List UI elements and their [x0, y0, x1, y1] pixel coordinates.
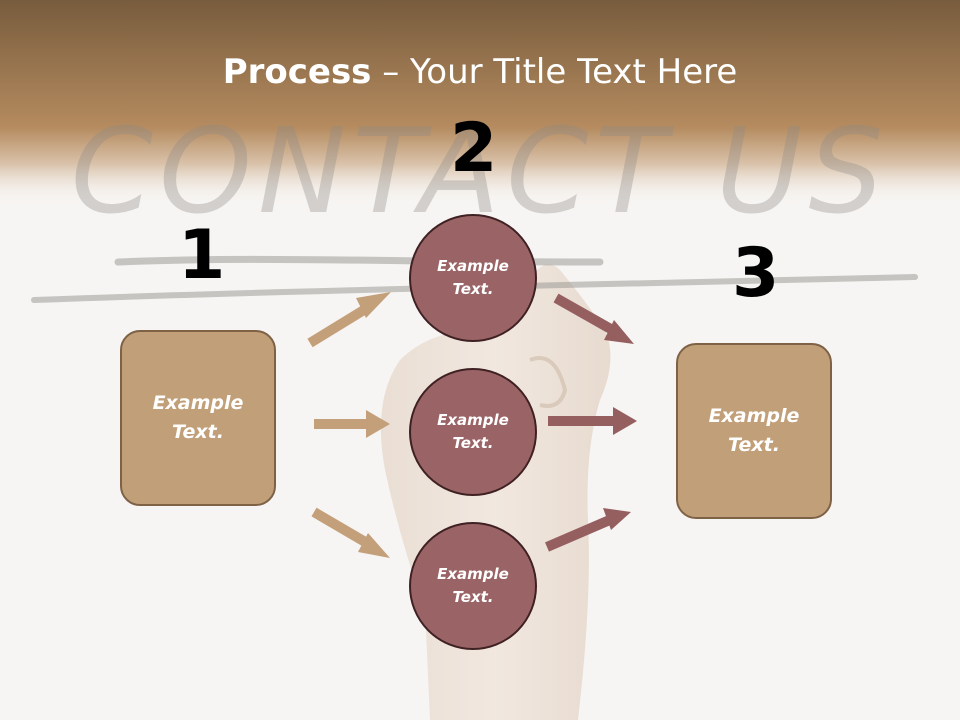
process-circle-bottom[interactable]: Example Text. — [409, 522, 537, 650]
title-rest: – Your Title Text Here — [371, 52, 738, 92]
right-box-text: Example Text. — [708, 405, 800, 456]
arrow-left-to-top — [307, 292, 391, 348]
step-number-3: 3 — [732, 234, 780, 313]
process-circle-top[interactable]: Example Text. — [409, 214, 537, 342]
step-number-2: 2 — [450, 109, 498, 188]
process-circle-middle[interactable]: Example Text. — [409, 368, 537, 496]
circle-top-text: Example Text. — [437, 257, 509, 298]
right-process-box[interactable]: Example Text. — [676, 343, 832, 519]
slide-title[interactable]: Process – Your Title Text Here — [0, 52, 960, 92]
left-process-box[interactable]: Example Text. — [120, 330, 276, 506]
arrow-middle-to-right — [548, 407, 637, 435]
arrow-left-to-middle — [314, 410, 390, 438]
arrow-top-to-right — [553, 293, 634, 344]
watermark-text: CONTACT US — [70, 102, 890, 240]
title-bold: Process — [222, 52, 372, 92]
step-number-1: 1 — [178, 216, 226, 295]
left-box-text: Example Text. — [152, 392, 244, 443]
circle-bottom-text: Example Text. — [437, 565, 509, 606]
arrow-bottom-to-right — [545, 508, 631, 552]
arrow-left-to-bottom — [311, 507, 390, 558]
circle-middle-text: Example Text. — [437, 411, 509, 452]
